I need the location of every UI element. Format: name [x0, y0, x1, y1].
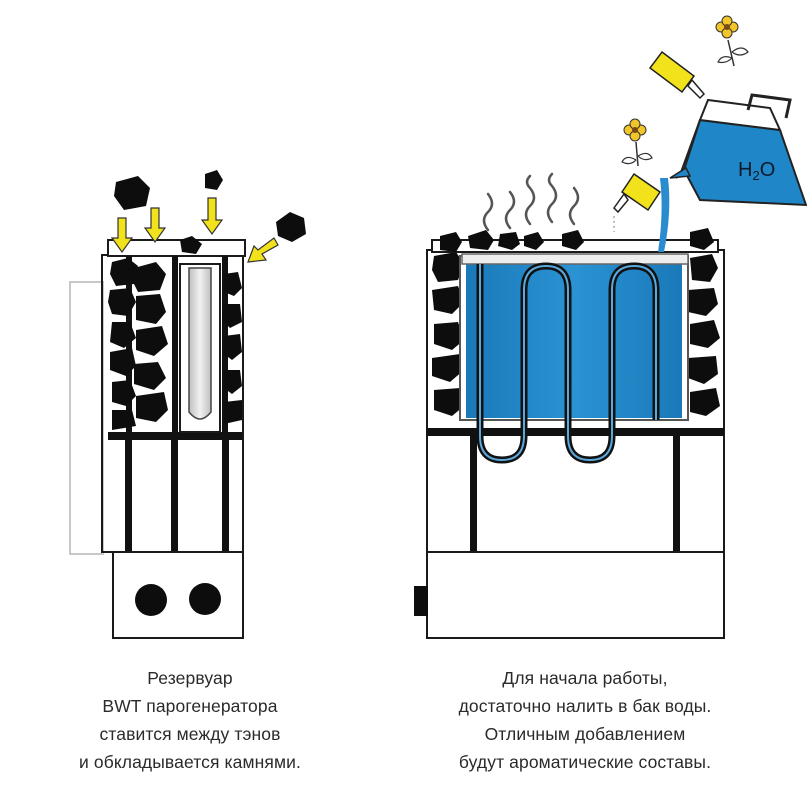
- stones-right-column: [688, 254, 720, 416]
- right-caption: Для начала работы, достаточно налить в б…: [385, 664, 785, 776]
- stone-icon: [688, 288, 718, 316]
- steam-icon: [482, 172, 580, 232]
- stone-icon: [688, 356, 718, 384]
- stone-icon: [224, 400, 242, 424]
- knob-icon: [135, 584, 167, 616]
- stones-left-column: [432, 252, 464, 416]
- down-arrow-icon: [110, 217, 134, 254]
- water-tank: [466, 264, 682, 418]
- caption-line: Отличным добавлением: [484, 724, 686, 744]
- caption-line: будут ароматические составы.: [458, 752, 712, 772]
- water-jug-icon: H2O: [669, 93, 807, 207]
- control-box: [426, 551, 725, 639]
- diagonal-arrow-icon: [247, 237, 279, 263]
- stone-icon: [114, 176, 150, 210]
- caption-line: и обкладывается камнями.: [79, 752, 301, 772]
- heater-leg: [222, 440, 229, 552]
- side-panel: [69, 281, 104, 555]
- switch-icon: [414, 586, 428, 616]
- stone-icon: [432, 286, 464, 314]
- stones-left-column: [108, 258, 168, 430]
- stones-right-column: [222, 272, 242, 424]
- down-arrow-icon: [200, 197, 224, 236]
- caption-line: Резервуар: [147, 668, 233, 688]
- stone-icon: [224, 370, 242, 394]
- stone-icon: [690, 228, 714, 250]
- stone-icon: [434, 322, 464, 350]
- stone-icon: [432, 252, 464, 282]
- down-arrow-icon: [143, 207, 167, 244]
- stone-icon: [136, 294, 166, 324]
- stone-icon: [690, 388, 720, 416]
- stone-icon: [222, 304, 242, 328]
- stone-icon: [468, 230, 494, 250]
- knob-icon: [189, 583, 221, 615]
- grate-bar: [427, 428, 724, 436]
- reservoir-tube: [188, 267, 212, 420]
- stone-icon: [112, 380, 136, 406]
- stone-icon: [112, 410, 136, 430]
- water-stream: [658, 178, 670, 252]
- stone-icon: [524, 232, 544, 250]
- heater-leg: [125, 440, 132, 552]
- stone-icon: [110, 348, 136, 376]
- stone-icon: [134, 362, 166, 390]
- heating-element: [172, 256, 178, 436]
- flower-icon: [715, 15, 749, 67]
- stone-icon: [136, 392, 168, 422]
- control-box: [112, 551, 244, 639]
- jug-label: H2O: [738, 159, 775, 183]
- left-caption: Резервуар BWT парогенератора ставится ме…: [20, 664, 360, 776]
- water-tank-lid: [461, 253, 689, 265]
- caption-line: Для начала работы,: [502, 668, 668, 688]
- stone-icon: [562, 230, 584, 250]
- essence-bottle-icon: [613, 172, 662, 232]
- caption-line: ставится между тэнов: [99, 724, 281, 744]
- stone-icon: [110, 322, 136, 348]
- diagram-canvas: H2O: [69, 15, 807, 639]
- stone-icon: [205, 170, 223, 190]
- stone-icon: [136, 326, 168, 356]
- heating-element-highlight: [479, 264, 657, 462]
- heating-element: [126, 256, 132, 436]
- stones-top-row: [440, 228, 714, 252]
- stone-icon: [132, 262, 166, 292]
- caption-line: BWT парогенератора: [102, 696, 278, 716]
- stone-icon: [690, 320, 720, 348]
- left-heater: [69, 170, 306, 639]
- right-heater: H2O: [414, 15, 807, 639]
- essence-bottle-icon: [648, 50, 706, 100]
- heater-leg: [673, 436, 680, 552]
- stone-icon: [440, 232, 462, 252]
- stone-icon: [498, 232, 520, 250]
- stone-icon: [224, 272, 242, 296]
- stone-icon: [224, 334, 242, 360]
- stone-icon: [180, 236, 202, 254]
- stone-icon: [276, 212, 306, 242]
- caption-line: достаточно налить в бак воды.: [458, 696, 712, 716]
- flower-icon: [621, 118, 653, 167]
- heater-leg: [171, 440, 178, 552]
- stone-icon: [432, 354, 464, 382]
- stone-icon: [690, 254, 718, 282]
- stone-icon: [434, 388, 464, 416]
- stone-icon: [108, 288, 136, 316]
- heater-leg: [470, 436, 477, 552]
- stone-icon: [110, 258, 138, 286]
